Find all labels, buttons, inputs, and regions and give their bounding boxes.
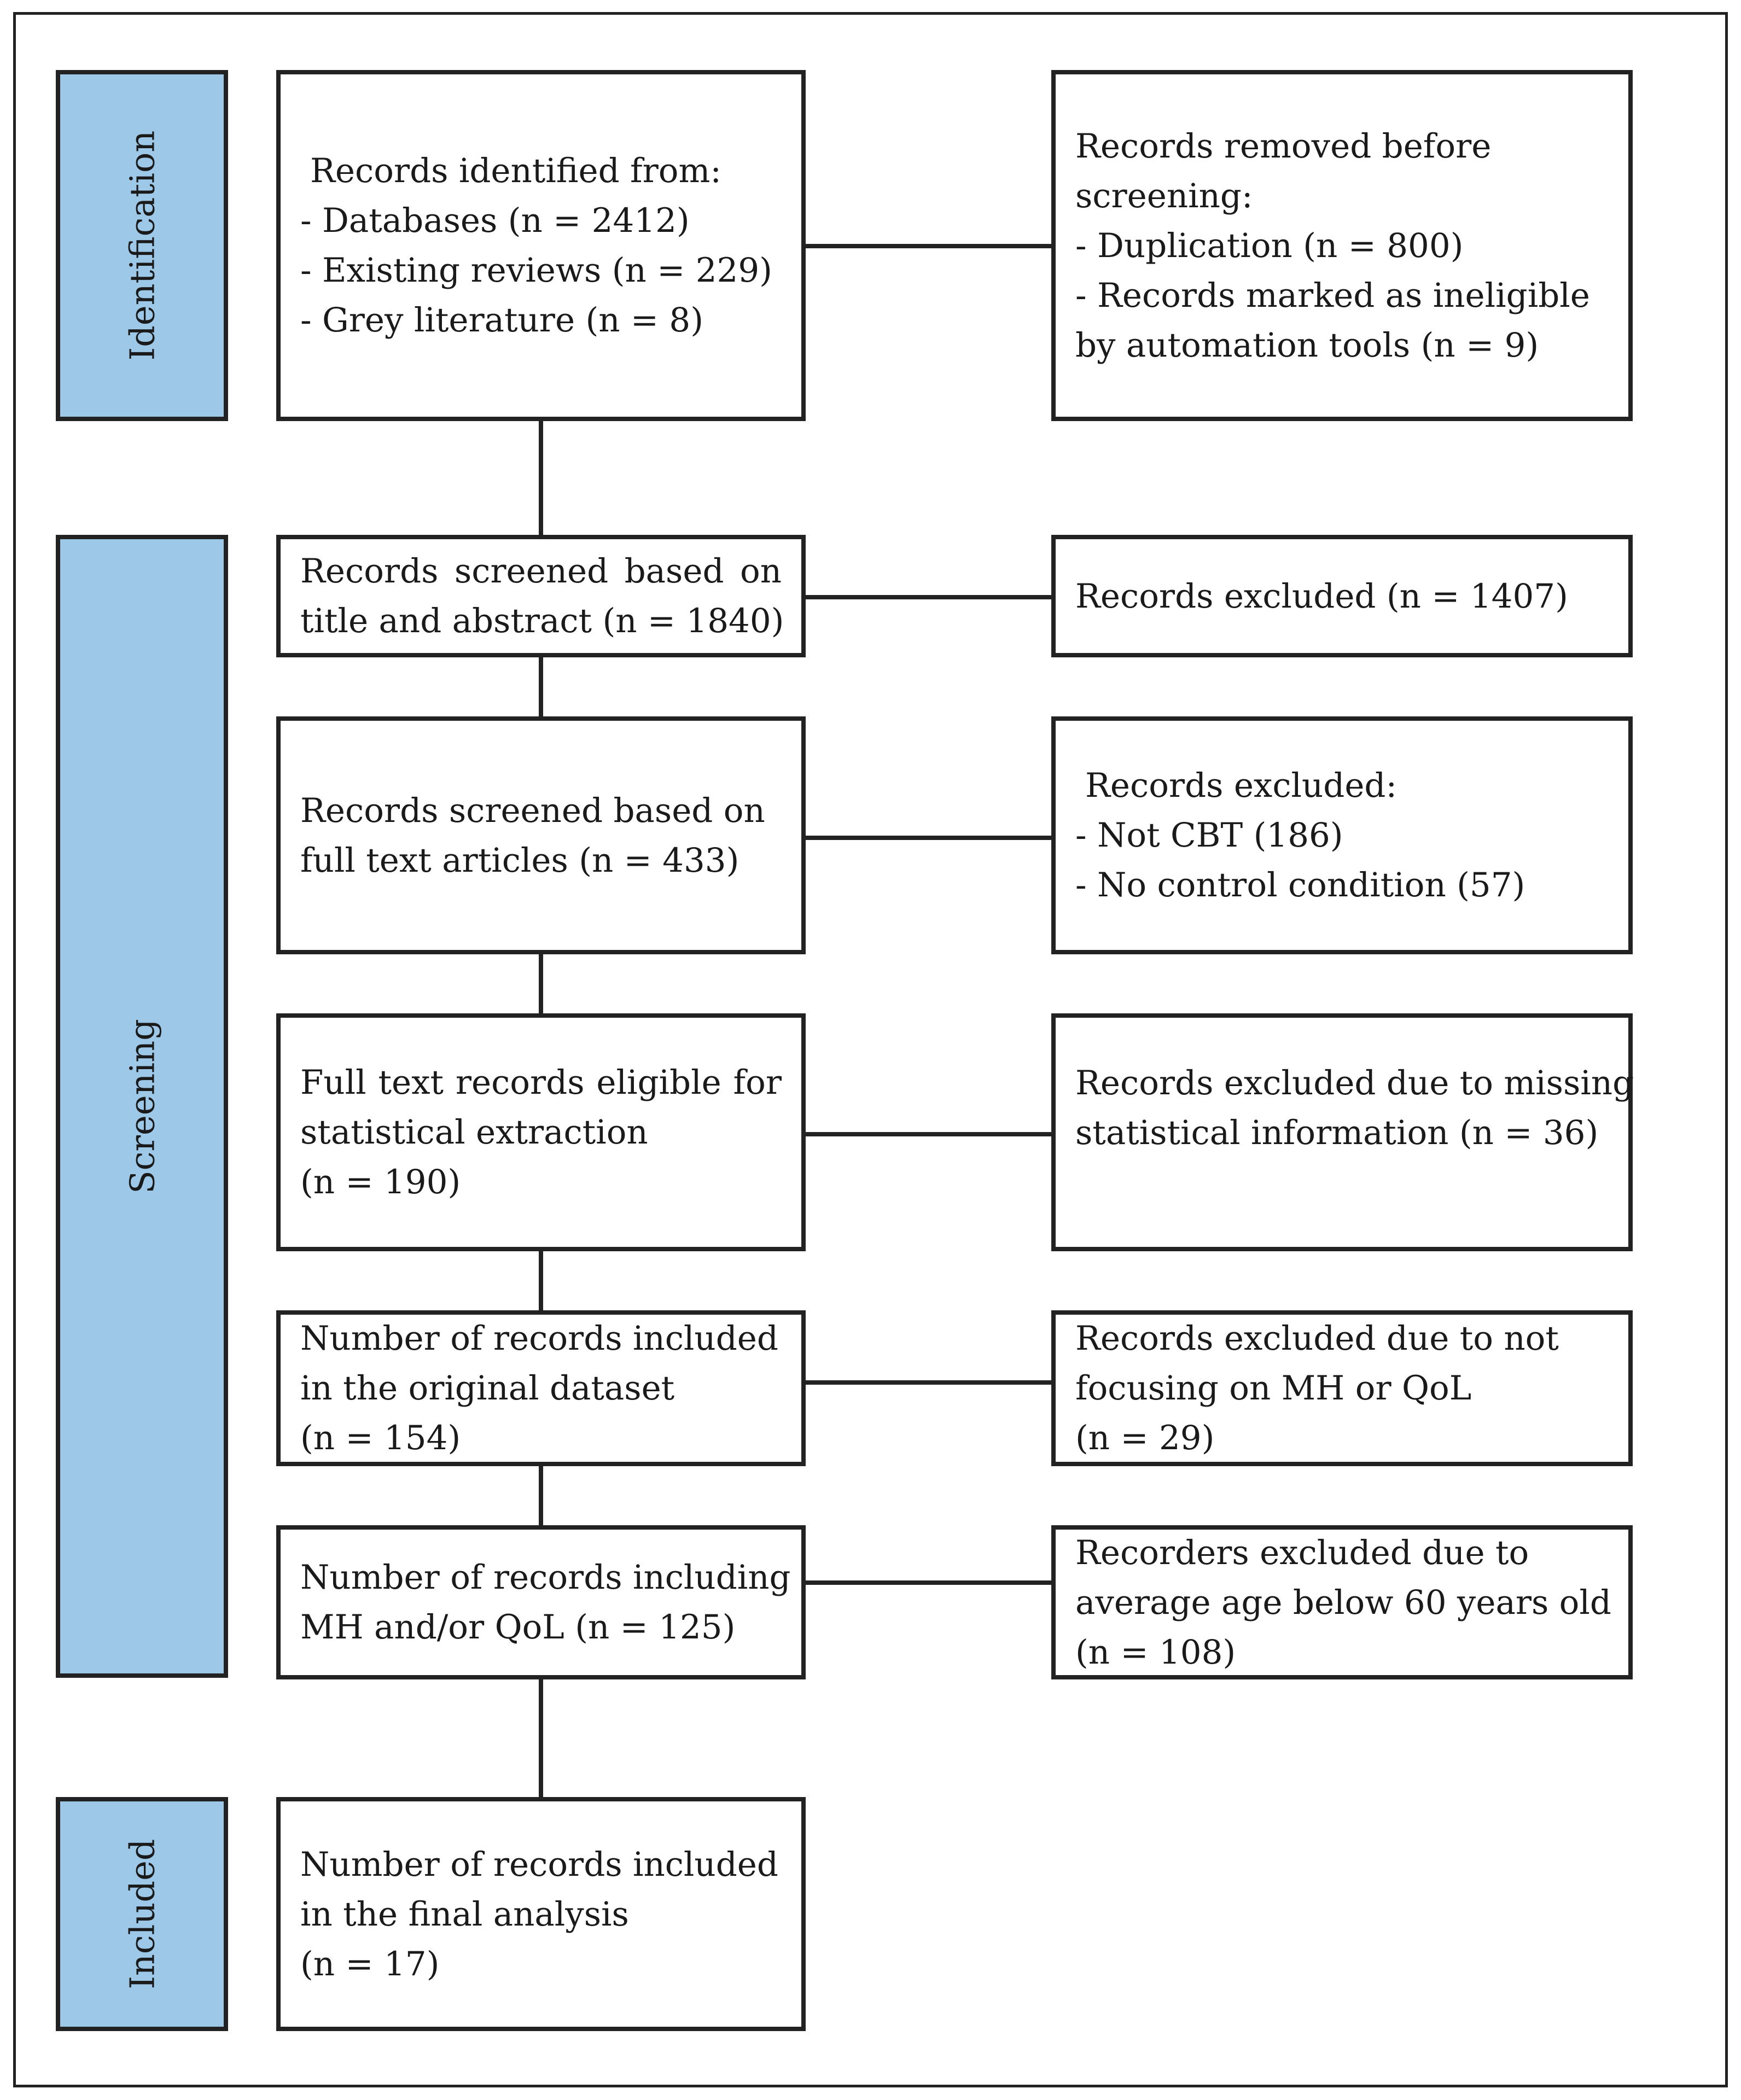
box-line: title and abstract (n = 1840) xyxy=(300,602,784,640)
records-screened-title-box: Records screened based on title and abst… xyxy=(276,535,806,657)
connector-to-excluded-title xyxy=(806,595,1051,599)
box-line: Records excluded due to missing xyxy=(1075,1064,1634,1102)
box-line: focusing on MH or QoL xyxy=(1075,1369,1472,1408)
box-line: Number of records included xyxy=(300,1319,778,1358)
connector-eligible-to-original xyxy=(539,1251,543,1310)
records-mh-qol-box: Number of records including MH and/or Qo… xyxy=(276,1525,806,1679)
box-line: Number of records including xyxy=(300,1558,791,1597)
records-eligible-box: Full text records eligible for statistic… xyxy=(276,1013,806,1251)
box-line: Records identified from: xyxy=(310,151,721,190)
records-screened-fulltext-box: Records screened based on full text arti… xyxy=(276,716,806,954)
connector-to-excluded-stats xyxy=(806,1132,1051,1136)
box-line: average age below 60 years old xyxy=(1075,1583,1611,1622)
box-line: full text articles (n = 433) xyxy=(300,841,740,880)
connector-screened-to-fulltext xyxy=(539,657,543,716)
records-removed-box: Records removed before screening: - Dupl… xyxy=(1051,70,1633,421)
box-line: Records screened based on xyxy=(300,552,782,591)
box-line: statistical information (n = 36) xyxy=(1075,1113,1599,1152)
records-identified-box: Records identified from: - Databases (n … xyxy=(276,70,806,421)
records-excluded-fulltext-box: Records excluded: - Not CBT (186) - No c… xyxy=(1051,716,1633,954)
connector-identified-to-screened xyxy=(539,421,543,535)
box-line: - No control condition (57) xyxy=(1075,866,1525,905)
box-line: Records excluded (n = 1407) xyxy=(1075,576,1568,616)
phase-identification-label: Identification xyxy=(122,130,162,361)
box-line: - Duplication (n = 800) xyxy=(1075,226,1464,265)
box-line: - Records marked as ineligible xyxy=(1075,276,1590,315)
phase-identification: Identification xyxy=(56,70,228,421)
box-line: - Not CBT (186) xyxy=(1075,816,1343,855)
box-line: Recorders excluded due to xyxy=(1075,1533,1529,1572)
box-line: by automation tools (n = 9) xyxy=(1075,325,1539,365)
box-line: - Existing reviews (n = 229) xyxy=(300,251,772,290)
records-excluded-age-box: Recorders excluded due to average age be… xyxy=(1051,1525,1633,1679)
connector-to-excluded-focus xyxy=(806,1380,1051,1385)
connector-to-excluded-full xyxy=(806,836,1051,840)
box-line: in the final analysis xyxy=(300,1894,629,1934)
records-original-dataset-box: Number of records included in the origin… xyxy=(276,1310,806,1466)
box-line: Records removed before xyxy=(1075,126,1492,166)
phase-screening: Screening xyxy=(56,535,228,1678)
box-line: Records excluded due to not xyxy=(1075,1319,1559,1358)
box-line: statistical extraction xyxy=(300,1113,648,1152)
records-excluded-stats-box: Records excluded due to missing statisti… xyxy=(1051,1013,1634,1251)
connector-original-to-mhqol xyxy=(539,1466,543,1525)
records-excluded-focus-box: Records excluded due to not focusing on … xyxy=(1051,1310,1633,1466)
box-line: - Databases (n = 2412) xyxy=(300,201,690,240)
box-line: (n = 17) xyxy=(300,1944,440,1984)
phase-included: Included xyxy=(56,1797,228,2031)
connector-to-removed xyxy=(806,244,1051,248)
box-line: Number of records included xyxy=(300,1845,778,1884)
box-line: (n = 190) xyxy=(300,1163,461,1201)
box-line: - Grey literature (n = 8) xyxy=(300,301,704,340)
records-final-analysis-box: Number of records included in the final … xyxy=(276,1797,806,2031)
box-line: screening: xyxy=(1075,176,1253,215)
phase-screening-label: Screening xyxy=(122,1019,162,1194)
connector-mhqol-to-final xyxy=(539,1679,543,1797)
box-line: Records screened based on xyxy=(300,791,765,830)
connector-fulltext-to-eligible xyxy=(539,954,543,1013)
box-line: (n = 154) xyxy=(300,1419,461,1457)
records-excluded-title-box: Records excluded (n = 1407) xyxy=(1051,535,1633,657)
box-line: Records excluded: xyxy=(1085,766,1398,805)
box-line: MH and/or QoL (n = 125) xyxy=(300,1608,736,1647)
box-line: (n = 108) xyxy=(1075,1632,1236,1672)
box-line: in the original dataset xyxy=(300,1369,675,1408)
figure-frame xyxy=(13,12,1728,2087)
phase-included-label: Included xyxy=(122,1839,162,1990)
box-line: Full text records eligible for xyxy=(300,1063,782,1102)
connector-to-excluded-age xyxy=(806,1580,1051,1585)
box-line: (n = 29) xyxy=(1075,1419,1215,1457)
